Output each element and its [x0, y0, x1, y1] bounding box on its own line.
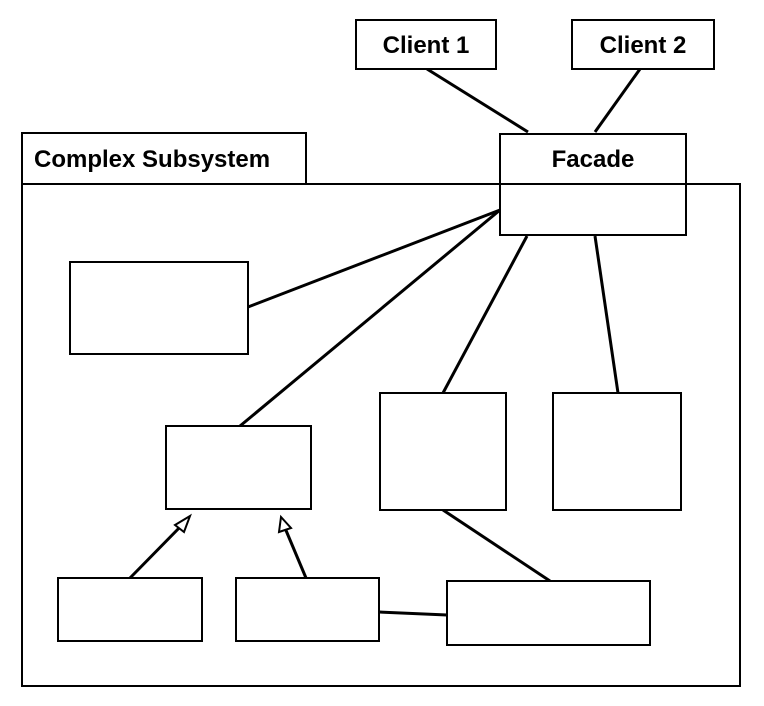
client2-facade-link [593, 68, 642, 133]
subsystem-label: Complex Subsystem [34, 146, 270, 173]
client-2: Client 2 [571, 19, 715, 70]
generalization-arrowhead-f [277, 514, 293, 534]
client-1-box [355, 19, 497, 70]
subsystem-class-f [235, 577, 380, 642]
class-f-generalization [283, 527, 308, 579]
connections [128, 67, 642, 617]
client-1: Client 1 [355, 19, 497, 70]
class-f-class-g-link [378, 610, 448, 617]
class-c-class-g-link [442, 508, 551, 583]
facade-label: Facade [552, 146, 635, 173]
subsystem-class-e [57, 577, 203, 642]
subsystem-class-g [446, 580, 651, 646]
subsystem-class-c [379, 392, 507, 511]
facade-class-b-link [239, 208, 501, 428]
subsystem-class-d [552, 392, 682, 511]
client-2-box [571, 19, 715, 70]
subsystem-class-b [165, 425, 312, 510]
facade-class: Facade [499, 133, 687, 236]
facade-class-c-link [441, 235, 529, 394]
client-1-label: Client 1 [383, 32, 470, 59]
subsystem-tab [21, 132, 307, 185]
client-2-label: Client 2 [600, 32, 687, 59]
facade-class-d-link [593, 235, 620, 394]
client1-facade-link [426, 67, 529, 134]
class-e-generalization [128, 522, 185, 580]
generalization-arrowhead-e [173, 513, 192, 534]
subsystem-class-a [69, 261, 249, 355]
facade-class-a-link [247, 208, 501, 309]
